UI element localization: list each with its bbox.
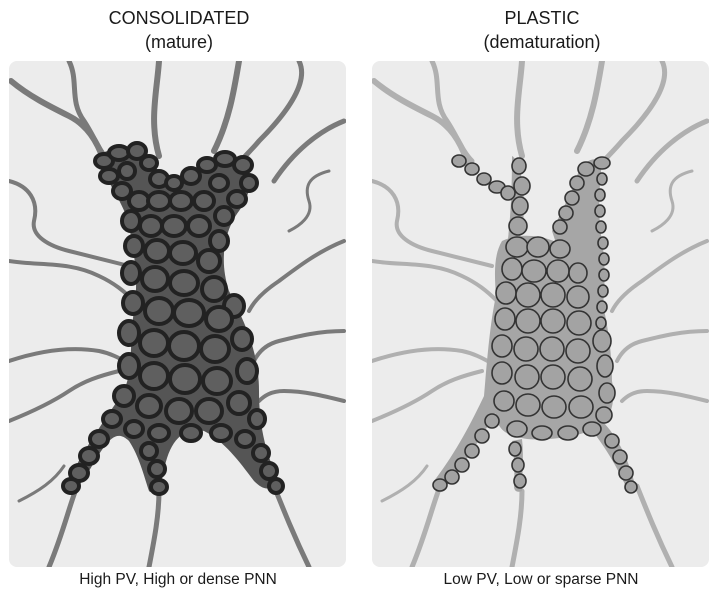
caption-plastic: Low PV, Low or sparse PNN: [371, 570, 711, 590]
consolidated-neuron-illustration: [9, 61, 346, 567]
caption-consolidated: High PV, High or dense PNN: [8, 570, 348, 590]
panel-title-plastic: PLASTIC (dematuration): [372, 6, 712, 54]
title-consolidated: CONSOLIDATED: [109, 8, 250, 28]
plastic-neuron-panel: [372, 61, 709, 567]
subtitle-mature: (mature): [9, 30, 349, 54]
plastic-neuron-illustration: [372, 61, 709, 567]
title-plastic: PLASTIC: [504, 8, 579, 28]
panel-title-consolidated: CONSOLIDATED (mature): [9, 6, 349, 54]
subtitle-dematuration: (dematuration): [372, 30, 712, 54]
consolidated-neuron-panel: [9, 61, 346, 567]
